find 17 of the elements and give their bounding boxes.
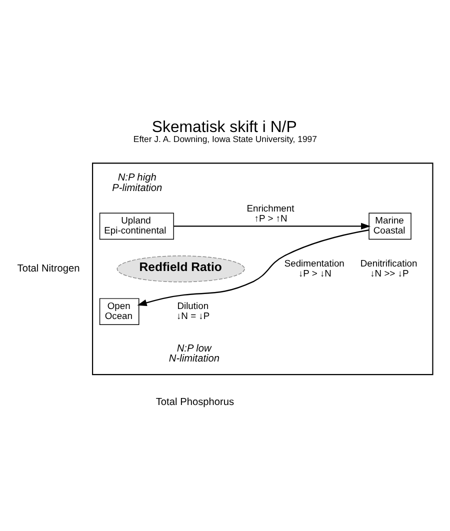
node-ellipse: Redfield Ratio — [116, 255, 245, 282]
edge-label: Sedimentation ↓P > ↓N — [284, 256, 344, 278]
label: N:P high P-limitation — [112, 172, 162, 194]
label: Denitrification ↓N >> ↓P — [360, 256, 418, 278]
node-box: Upland Epi-continental — [99, 212, 174, 240]
label: Dilution ↓N = ↓P — [176, 299, 210, 321]
label: Total Phosphorus — [156, 396, 234, 408]
arrow — [137, 228, 370, 306]
node-box: Marine Coastal — [368, 212, 412, 240]
label: N:P low N-limitation — [168, 343, 220, 364]
node-box: Open Ocean — [99, 298, 140, 324]
label: Total Nitrogen — [17, 263, 80, 274]
caption: Efter J. A. Downing, Iowa State University, 1997 — [133, 133, 317, 144]
diagram-title: Skematisk skift i N/P — [152, 118, 297, 136]
edge-label: Enrichment ↑P > ↑N — [246, 202, 294, 223]
arrow — [174, 222, 371, 230]
cluster — [92, 162, 434, 375]
